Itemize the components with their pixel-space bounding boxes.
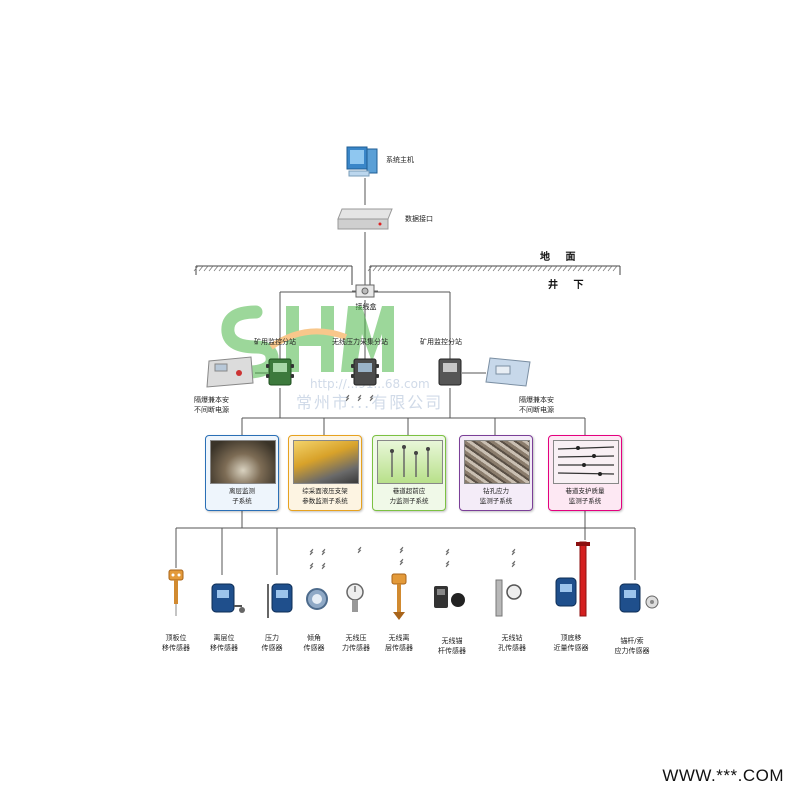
power-right-line1: 隔爆兼本安 <box>519 396 554 404</box>
wireless-pressure-sensor-icon <box>346 583 364 612</box>
junction-label: 接线盒 <box>355 303 377 311</box>
roof-displacement-sensor-icon <box>168 569 184 616</box>
convergence-sensor-icon <box>555 541 590 617</box>
station-icon <box>350 358 380 386</box>
wireless-separation-sensor-icon <box>391 573 407 620</box>
host-computer[interactable] <box>345 143 381 179</box>
sensor-label: 无线钻孔传感器 <box>498 634 526 652</box>
wireless-station-center[interactable] <box>350 356 380 388</box>
sensor-label: 无线压力传感器 <box>342 634 370 652</box>
hydraulic-support-image <box>293 440 359 484</box>
sensor-roof-floor-convergence[interactable] <box>552 540 602 620</box>
subsystem-roof-separation[interactable]: 离层监测子系统 <box>205 435 279 511</box>
sensor-inclination[interactable] <box>304 586 330 612</box>
subsystem-support-quality[interactable]: 巷道支护质量监测子系统 <box>548 435 622 511</box>
power-box-icon <box>485 357 531 387</box>
pressure-sensor-icon <box>267 583 293 618</box>
subsystem-line1: 巷道支护质量 <box>565 487 605 495</box>
station-icon <box>438 358 462 386</box>
station-center-label: 无线压力采集分站 <box>332 338 388 346</box>
subsystem-line2: 监测子系统 <box>568 497 602 505</box>
sensor-label: 离层位移传感器 <box>210 634 238 652</box>
subsystem-line1: 钻孔应力 <box>483 487 509 495</box>
power-right-line2: 不间断电源 <box>519 406 554 414</box>
junction-box-icon <box>352 284 378 298</box>
sensor-label: 倾角传感器 <box>303 634 325 652</box>
tunnel-image <box>210 440 276 484</box>
junction-box[interactable] <box>352 282 378 300</box>
stress-gauges-image <box>377 440 443 484</box>
gauge-sticks-icon <box>390 445 430 477</box>
sensor-label: 无线离层传感器 <box>385 634 413 652</box>
subsystem-line2: 参数监测子系统 <box>302 497 348 505</box>
sensor-label: 压力传感器 <box>261 634 283 652</box>
interface-label: 数据接口 <box>405 215 433 223</box>
station-icon <box>265 358 295 386</box>
separation-sensor-icon <box>211 583 245 613</box>
sensor-anchor-stress[interactable] <box>618 580 662 620</box>
interface-box-icon <box>337 208 393 230</box>
underground-label: 井 下 <box>548 280 590 291</box>
cables-image <box>464 440 530 484</box>
sensor-wireless-anchor[interactable] <box>432 584 468 612</box>
station-left-label: 矿用监控分站 <box>254 338 296 346</box>
sensor-label: 顶底移近量传感器 <box>553 634 589 652</box>
power-box-icon <box>206 356 254 388</box>
power-supply-right[interactable] <box>484 356 532 388</box>
computer-icon <box>346 146 378 177</box>
anchor-stress-sensor-icon <box>619 583 659 613</box>
sensor-wireless-separation[interactable] <box>388 572 410 622</box>
wireless-anchor-sensor-icon <box>434 586 465 608</box>
subsystem-line2: 子系统 <box>232 497 252 505</box>
sensor-wireless-borehole[interactable] <box>490 578 524 618</box>
monitoring-station-left[interactable] <box>265 356 295 388</box>
sensor-label: 顶板位移传感器 <box>162 634 190 652</box>
power-left-line2: 不间断电源 <box>194 406 229 414</box>
power-left-line1: 隔爆兼本安 <box>194 396 229 404</box>
sensor-pressure[interactable] <box>262 578 296 620</box>
subsystem-line1: 综采面液压支架 <box>302 487 348 495</box>
subsystem-line2: 监测子系统 <box>479 497 513 505</box>
footer-url: WWW.***.COM <box>662 766 784 785</box>
sensor-label: 无线锚杆传感器 <box>438 637 466 655</box>
monitoring-station-right[interactable] <box>436 356 464 388</box>
data-interface-device[interactable] <box>336 207 394 231</box>
host-label: 系统主机 <box>386 156 414 164</box>
sensor-roof-displacement[interactable] <box>164 568 188 618</box>
subsystem-line1: 离层监测 <box>229 487 255 495</box>
sensor-separation-displacement[interactable] <box>208 578 248 618</box>
anchor-bolts-image <box>553 440 619 484</box>
subsystem-hydraulic-support[interactable]: 综采面液压支架参数监测子系统 <box>288 435 362 511</box>
subsystem-borehole-stress[interactable]: 钻孔应力监测子系统 <box>459 435 533 511</box>
sensor-wireless-pressure[interactable] <box>344 582 366 614</box>
station-right-label: 矿用监控分站 <box>420 338 462 346</box>
subsystem-line1: 巷道超前应 <box>392 487 426 495</box>
anchor-bolts-icon <box>557 446 615 476</box>
power-supply-left[interactable] <box>205 355 255 389</box>
surface-label: 地 面 <box>540 252 582 263</box>
wireless-borehole-sensor-icon <box>495 579 522 617</box>
watermark-company: 常州市...有限公司 <box>296 393 444 412</box>
subsystem-line2: 力监测子系统 <box>389 497 429 505</box>
inclination-sensor-icon <box>306 588 328 610</box>
sensor-label: 锚杆/索应力传感器 <box>614 637 650 655</box>
subsystem-advance-stress[interactable]: 巷道超前应力监测子系统 <box>372 435 446 511</box>
